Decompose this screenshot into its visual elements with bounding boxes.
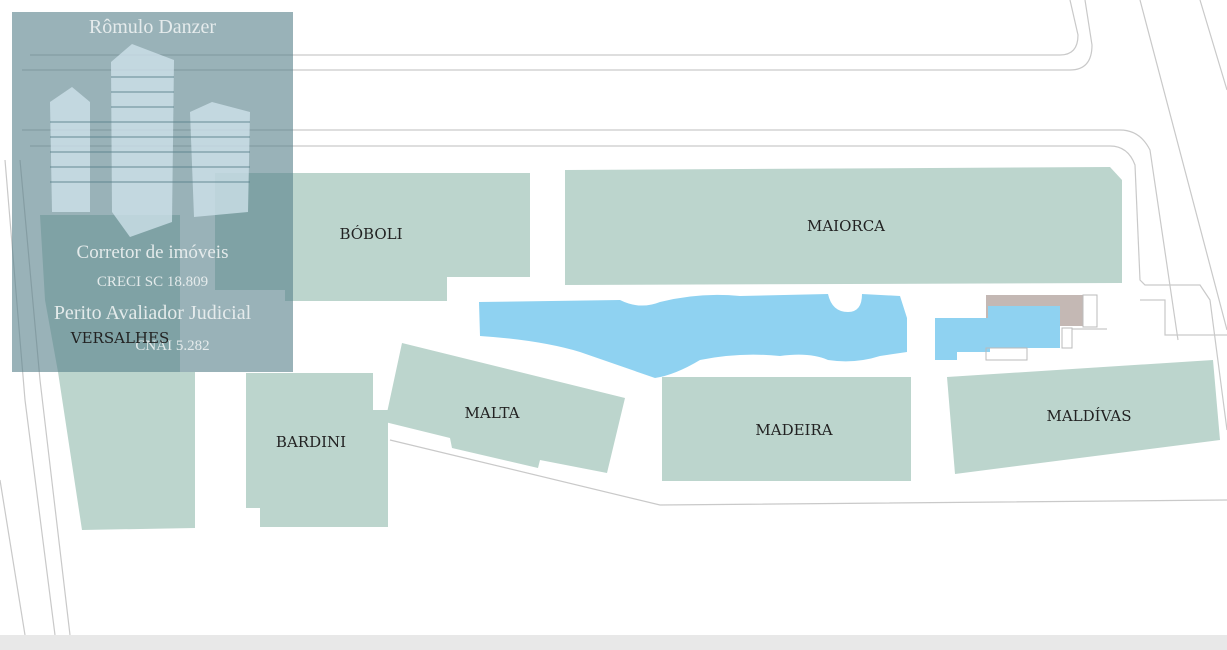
label-maldivas: MALDÍVAS xyxy=(1046,407,1132,425)
watermark-line4: CNAI 5.282 xyxy=(135,338,210,354)
label-madeira: MADEIRA xyxy=(755,421,833,439)
buildings-logo xyxy=(50,44,250,237)
watermark-line3: Perito Avaliador Judicial xyxy=(53,302,252,324)
realtor-watermark: Rômulo Danzer Corretor de imóveis CRECI … xyxy=(12,12,293,372)
watermark-line1: Corretor de imóveis xyxy=(76,242,229,263)
label-malta: MALTA xyxy=(464,404,520,422)
small-pool xyxy=(935,306,1060,360)
label-maiorca: MAIORCA xyxy=(806,217,886,235)
building-boboli[interactable] xyxy=(215,173,530,301)
label-versalhes: VERSALHES xyxy=(70,329,170,347)
building-malta[interactable] xyxy=(385,343,625,473)
label-boboli: BÓBOLI xyxy=(339,225,403,243)
road-lines xyxy=(0,0,1227,636)
service-outlines xyxy=(985,294,1107,361)
building-maiorca[interactable] xyxy=(565,167,1122,285)
bottom-bar xyxy=(0,635,1227,650)
building-madeira[interactable] xyxy=(662,377,911,481)
building-bardini[interactable] xyxy=(246,373,388,527)
watermark-line2: CRECI SC 18.809 xyxy=(96,274,209,290)
lagoon-pool xyxy=(479,294,907,378)
label-bardini: BARDINI xyxy=(275,433,347,451)
building-maldivas[interactable] xyxy=(947,360,1220,474)
watermark-name: Rômulo Danzer xyxy=(88,16,217,38)
